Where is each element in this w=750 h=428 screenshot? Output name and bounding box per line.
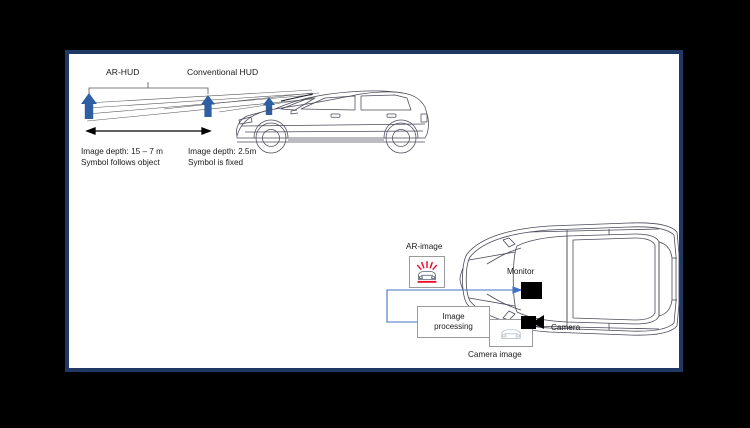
camera-image-content [501,329,521,339]
slide-panel: AR-HUD Conventional HUD Image depth: 15 … [65,50,683,372]
camera-icon [521,315,544,329]
top-view-car-graphics [459,222,680,336]
caption-ar-hud-behavior: Symbol follows object [81,158,160,167]
label-conventional-hud: Conventional HUD [187,67,259,77]
signal-flow-graphics [386,284,524,326]
ar-hud-bracket [88,82,209,94]
slide-content: AR-HUD Conventional HUD Image depth: 15 … [69,54,680,368]
top-view-car [459,222,680,336]
label-ar-image: AR-image [406,242,443,251]
image-depth-span-arrow [85,127,212,135]
image-processing-label-line2: processing [434,322,473,331]
highlight-bar-icon [417,280,437,283]
hud-beam [280,93,314,102]
caption-ar-hud-depth: Image depth: 15 – 7 m [81,147,163,156]
image-processing-box[interactable]: Image processing [417,306,490,338]
caption-conventional-behavior: Symbol is fixed [188,158,244,167]
car-outline-glyph-icon [501,329,521,339]
perspective-rays [86,89,320,122]
flow-processing-to-monitor [386,286,523,323]
car-front-glyph-icon [418,271,436,280]
caption-conventional-depth: Image depth: 2.5m [188,147,257,156]
monitor-block-icon [521,282,542,299]
label-monitor: Monitor [507,267,535,276]
top-scene-graphics [81,82,429,154]
alert-rays-icon [416,260,438,270]
ar-hud-symbol-near-icon [81,93,97,119]
label-ar-hud: AR-HUD [106,67,140,77]
label-camera: Camera [551,323,581,332]
side-view-car [236,90,429,154]
ar-image-content [416,260,438,283]
image-processing-label-line1: Image [442,311,465,321]
label-camera-image: Camera image [468,350,522,359]
ar-image-thumbnail [409,256,445,288]
ar-hud-symbol-mid-icon [201,95,215,117]
